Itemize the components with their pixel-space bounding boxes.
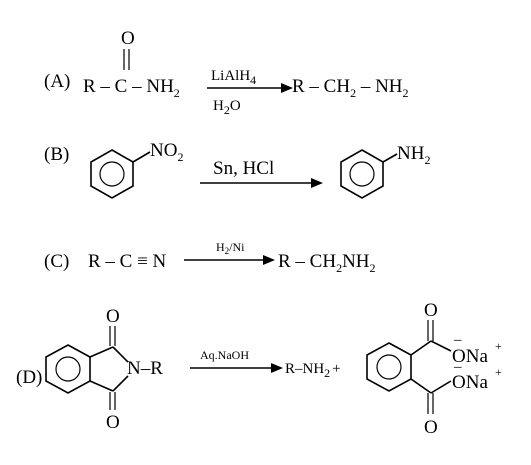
reaction-b-product-ring: [340, 149, 384, 199]
reaction-d-imide-o-bottom: O: [106, 412, 120, 433]
reaction-b-reagent: Sn, HCl: [213, 158, 274, 179]
reaction-c: (C) R – C ≡ N H2/Ni R – CH2NH2: [44, 240, 376, 275]
reaction-d-imide-bond-1: [89, 346, 114, 358]
reaction-d: (D) O O N–R Aq.NaOH R–NH2+ O –: [16, 300, 502, 438]
reaction-b-product-aromatic-circle: [349, 161, 375, 187]
reaction-b-arrowhead: [311, 178, 323, 188]
reaction-d-salt-co-single-top: [430, 340, 452, 352]
reaction-c-reactant: R – C ≡ N: [88, 251, 167, 272]
reaction-d-imide-n: N–R: [127, 358, 163, 379]
reaction-d-reagent: Aq.NaOH: [200, 348, 249, 362]
reaction-d-imide-aromatic-circle: [55, 356, 81, 382]
reaction-b-benzene-ring: [90, 149, 134, 199]
reaction-d-imide-o-top: O: [106, 306, 120, 327]
reaction-a-arrowhead: [281, 83, 293, 93]
reaction-b-nitro-group: NO2: [150, 140, 183, 164]
reaction-d-imide-ring: [45, 344, 91, 394]
reaction-d-imide-bond-2: [112, 346, 129, 363]
reaction-d-ona-2: ONa: [452, 372, 488, 393]
reaction-c-arrowhead: [263, 255, 275, 265]
reaction-a-product: R – CH2 – NH2: [292, 76, 409, 100]
reaction-a-reactant: R – C – NH2: [83, 76, 180, 100]
reaction-b-product-substituent-bond: [382, 153, 398, 163]
reaction-d-salt-bond-bottom: [410, 378, 432, 394]
reaction-b-label: (B): [44, 144, 69, 165]
reaction-b: (B) NO2 Sn, HCl NH2: [44, 140, 430, 199]
reaction-d-salt-aromatic-circle: [376, 354, 402, 380]
reaction-d-ona-1: ONa: [452, 346, 488, 367]
reaction-a: (A) O R – C – NH2 LiAlH4 H2O R – CH2 – N…: [44, 28, 409, 117]
reaction-d-label: (D): [16, 367, 42, 388]
reaction-d-salt-co-single-bottom: [430, 380, 452, 394]
reaction-d-imide-bond-4: [112, 375, 129, 392]
reaction-c-label: (C): [44, 251, 69, 272]
reaction-d-charge-plus-1: +: [495, 339, 502, 353]
reaction-d-imide-bond-3: [89, 380, 114, 392]
reaction-d-arrowhead: [271, 363, 283, 373]
reaction-b-amino-group: NH2: [397, 143, 430, 167]
reaction-d-salt-ring: [366, 342, 412, 392]
reaction-d-charge-plus-2: +: [495, 365, 502, 379]
reaction-b-substituent-bond: [132, 151, 151, 163]
reaction-a-reagent-bottom: H2O: [213, 98, 241, 117]
reaction-d-salt-o-bottom: O: [424, 417, 438, 438]
reaction-d-salt-o-top: O: [424, 300, 438, 321]
reaction-d-charge-minus-2: –: [453, 359, 462, 375]
reaction-d-amine: R–NH2+: [285, 361, 341, 380]
reaction-d-salt-bond-top: [410, 340, 432, 356]
reaction-c-product: R – CH2NH2: [278, 251, 376, 275]
reaction-b-aromatic-circle: [99, 161, 125, 187]
reaction-c-reagent: H2/Ni: [216, 240, 245, 256]
reaction-d-charge-minus-1: –: [453, 332, 462, 348]
reaction-a-label: (A): [44, 71, 70, 92]
reaction-a-reagent-top: LiAlH4: [211, 68, 256, 87]
reaction-a-carbonyl-o: O: [121, 28, 135, 49]
